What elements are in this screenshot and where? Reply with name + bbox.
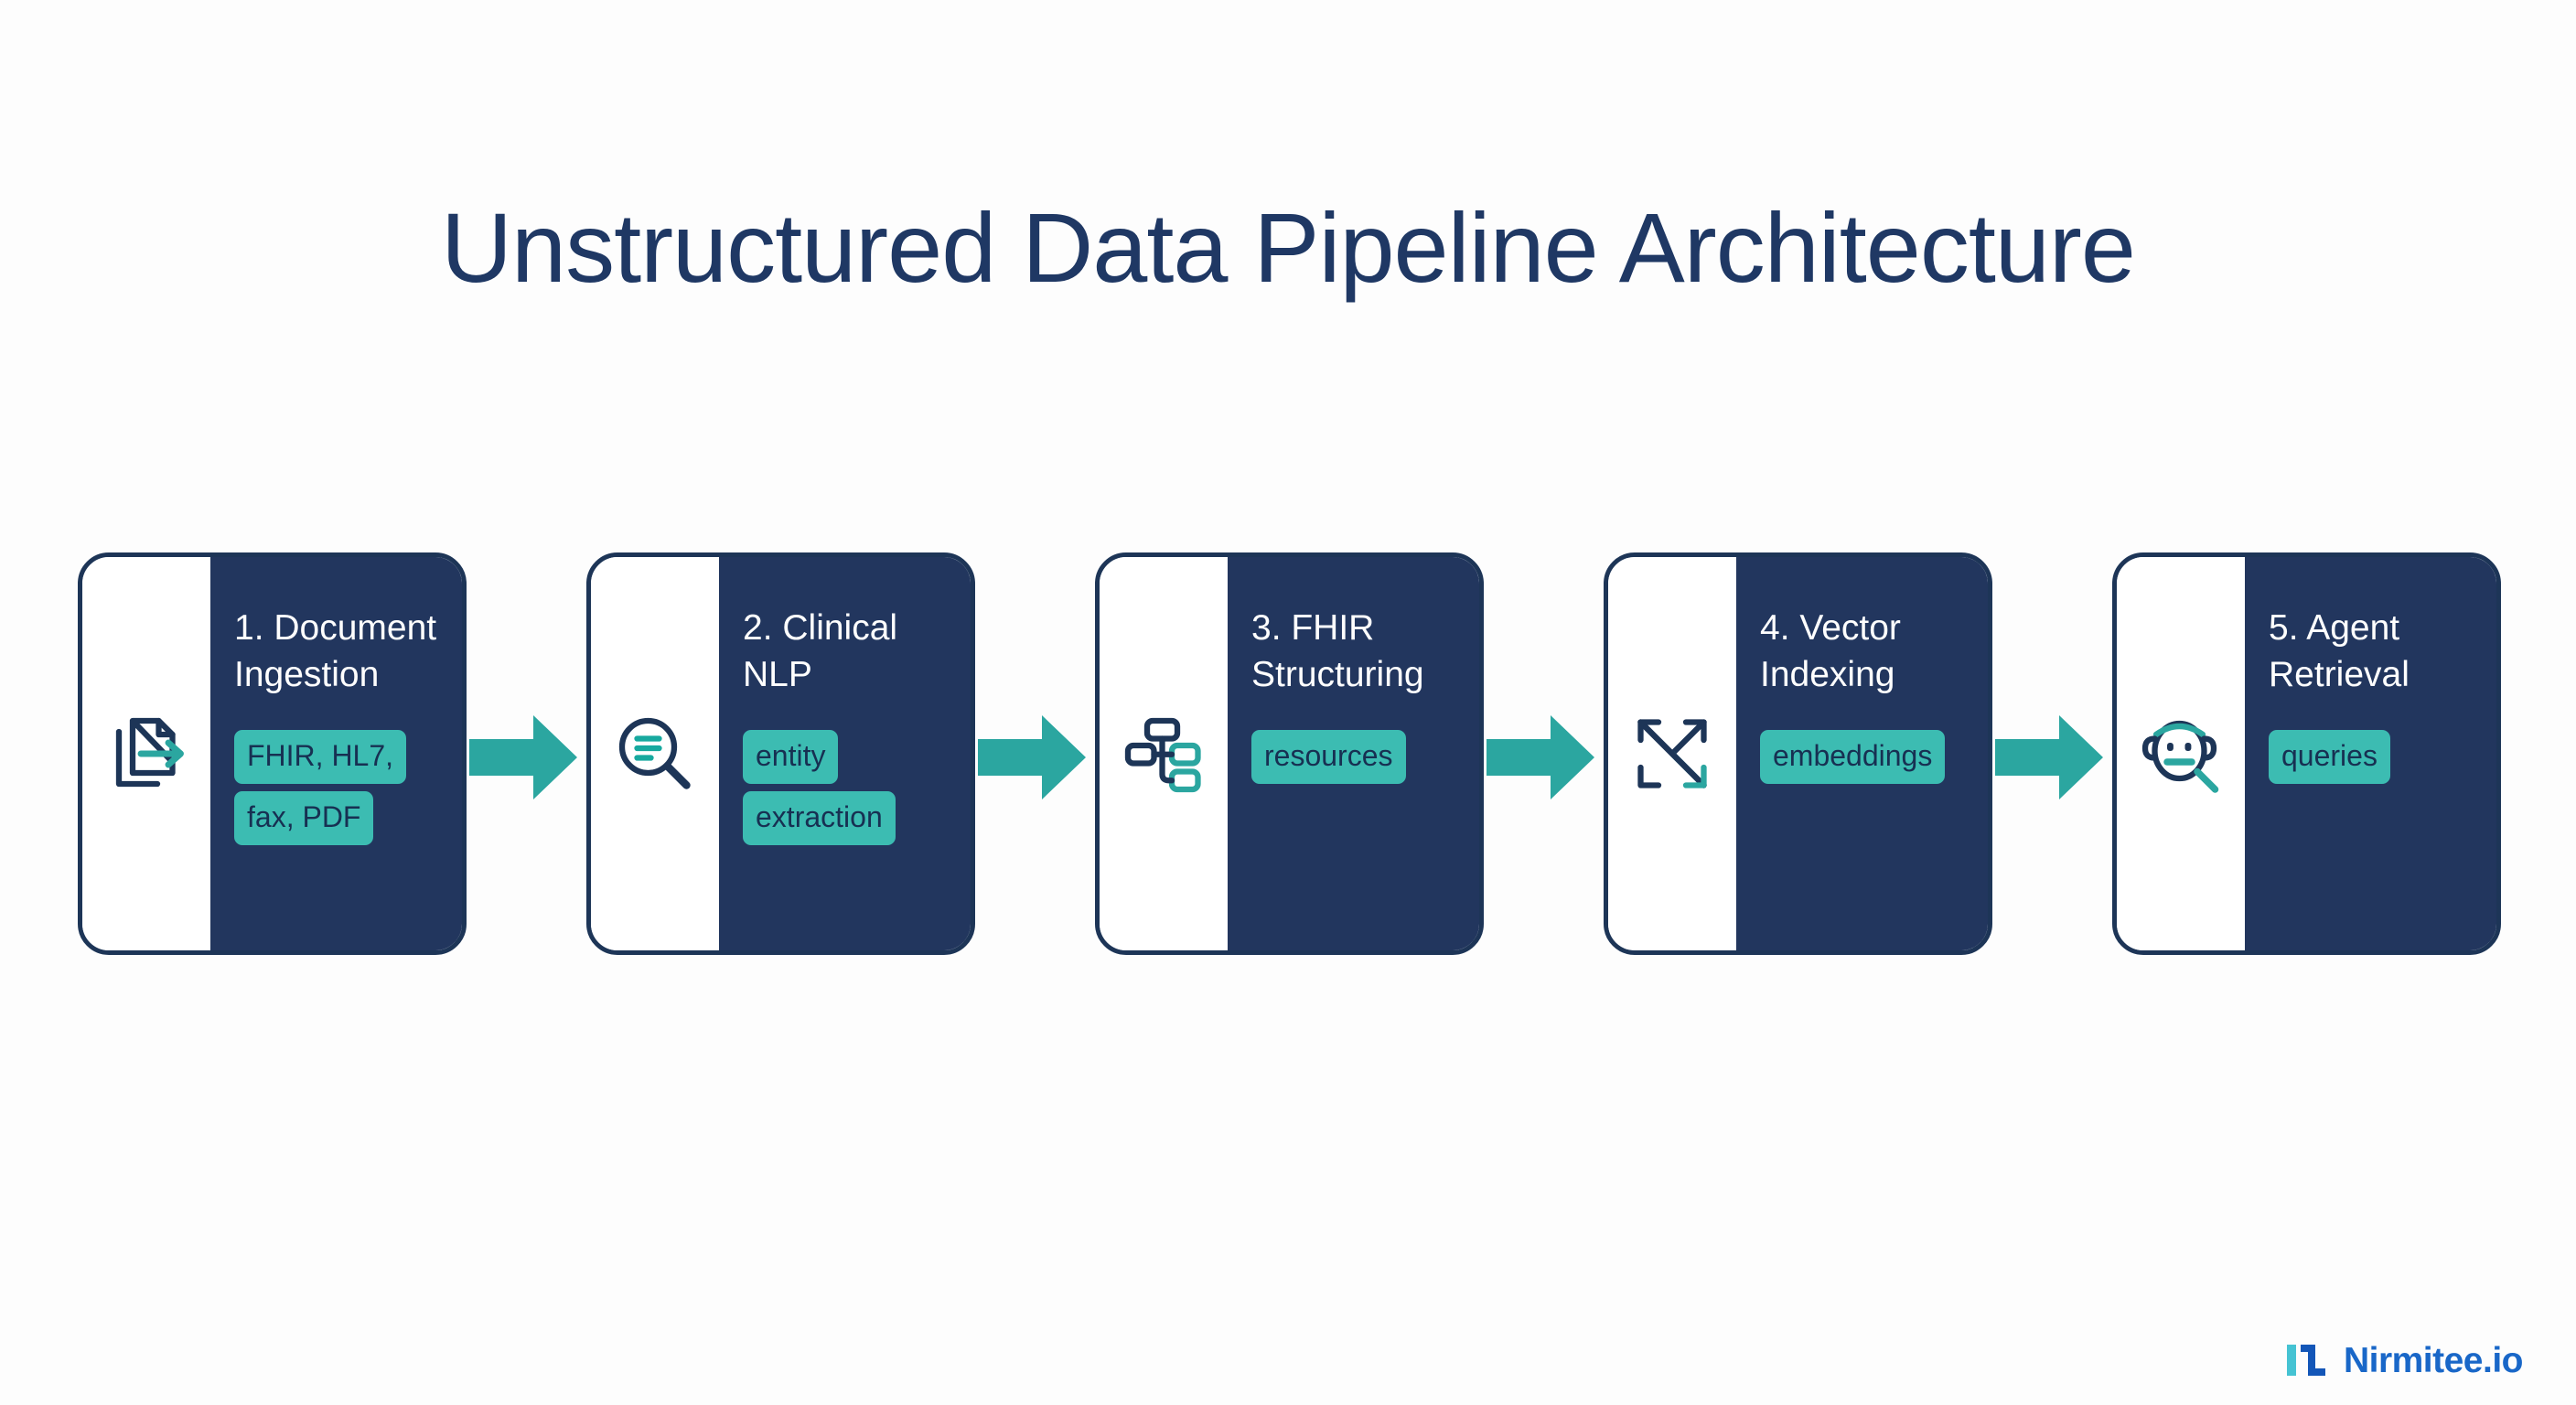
- tag-chip: embeddings: [1760, 729, 1946, 784]
- card-title-2: 2. Clinical NLP: [743, 608, 898, 695]
- pipeline-flow: 1. Document Ingestion FHIR, HL7, fax, PD…: [78, 552, 2502, 955]
- card-icon-slot-2: [591, 557, 719, 950]
- card-body-3: 3. FHIR Structuring resources: [1228, 557, 1479, 950]
- card-tags-1: FHIR, HL7, fax, PDF: [234, 729, 442, 845]
- card-title-3: 3. FHIR Structuring: [1251, 608, 1424, 695]
- tag-chip: entity: [743, 729, 839, 784]
- card-body-2: 2. Clinical NLP entity extraction: [719, 557, 971, 950]
- tag-chip: queries: [2269, 729, 2390, 784]
- nirmitee-logo-mark-icon: [2286, 1339, 2328, 1381]
- card-title-1: 1. Document Ingestion: [234, 608, 437, 695]
- card-icon-slot-5: [2117, 557, 2245, 950]
- sitemap-icon: [1120, 710, 1208, 798]
- card-tags-4: embeddings: [1760, 729, 1946, 784]
- magnifier-text-icon: [611, 710, 699, 798]
- pipeline-step-card-2[interactable]: 2. Clinical NLP entity extraction: [586, 552, 975, 955]
- card-body-5: 5. Agent Retrieval queries: [2245, 557, 2496, 950]
- card-title-4: 4. Vector Indexing: [1760, 608, 1901, 695]
- expand-arrows-icon: [1628, 710, 1716, 798]
- tag-chip: FHIR, HL7,: [234, 729, 407, 784]
- card-tags-5: queries: [2269, 729, 2390, 784]
- connector-arrow-3: [1487, 713, 1594, 801]
- document-export-icon: [102, 710, 190, 798]
- card-icon-slot-3: [1100, 557, 1228, 950]
- card-title-5: 5. Agent Retrieval: [2269, 608, 2410, 695]
- tag-chip: extraction: [743, 790, 896, 845]
- pipeline-step-card-4[interactable]: 4. Vector Indexing embeddings: [1604, 552, 1992, 955]
- pipeline-step-card-1[interactable]: 1. Document Ingestion FHIR, HL7, fax, PD…: [78, 552, 467, 955]
- tag-chip: fax, PDF: [234, 790, 374, 845]
- card-tags-3: resources: [1251, 729, 1406, 784]
- footer-logo: Nirmitee.io: [2286, 1339, 2524, 1381]
- card-tags-2: entity extraction: [743, 729, 950, 845]
- connector-arrow-2: [978, 713, 1086, 801]
- card-icon-slot-1: [82, 557, 210, 950]
- tag-chip: resources: [1251, 729, 1406, 784]
- connector-arrow-4: [1995, 713, 2103, 801]
- footer-logo-text: Nirmitee.io: [2343, 1340, 2524, 1380]
- robot-search-icon: [2137, 710, 2225, 798]
- pipeline-step-card-3[interactable]: 3. FHIR Structuring resources: [1095, 552, 1484, 955]
- pipeline-step-card-5[interactable]: 5. Agent Retrieval queries: [2112, 552, 2501, 955]
- page-title: Unstructured Data Pipeline Architecture: [441, 192, 2136, 304]
- card-icon-slot-4: [1608, 557, 1736, 950]
- connector-arrow-1: [469, 713, 577, 801]
- card-body-1: 1. Document Ingestion FHIR, HL7, fax, PD…: [210, 557, 462, 950]
- card-body-4: 4. Vector Indexing embeddings: [1736, 557, 1988, 950]
